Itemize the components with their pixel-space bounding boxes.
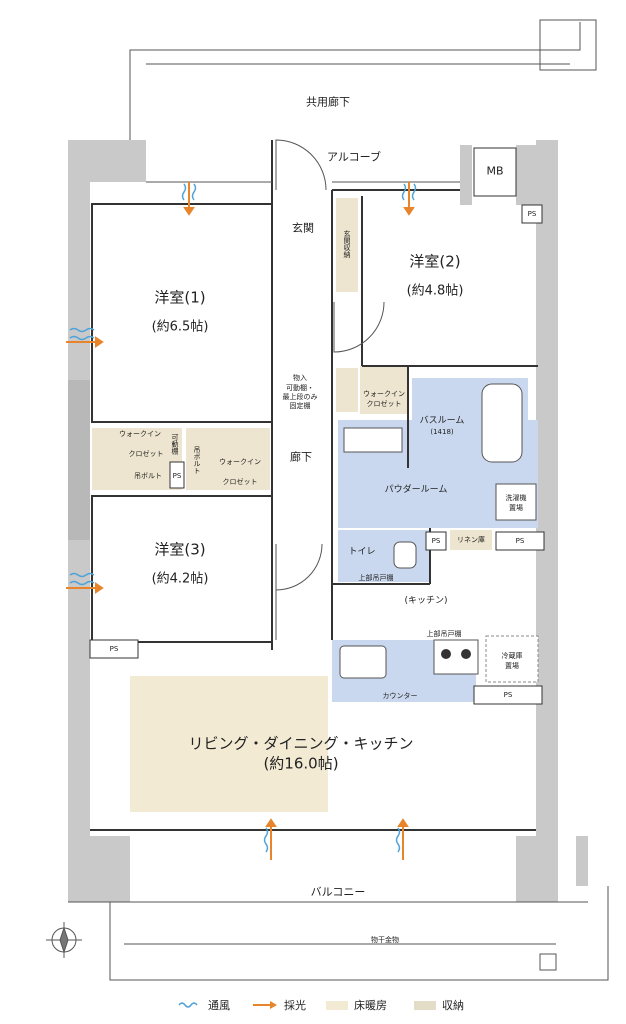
western-room-1-name: 洋室(1) [154, 288, 206, 307]
kitchen-sink [339, 645, 387, 679]
movable-shelf-label: 可動棚 [171, 433, 180, 455]
walkin-closet-3-line2: クロゼット [222, 477, 258, 486]
bathroom-name: バスルーム [419, 415, 465, 426]
balcony-rails [68, 886, 609, 981]
common-corridor-label: 共用廊下 [306, 95, 350, 109]
western-room-2-size: (約4.8帖) [406, 283, 464, 299]
burner-1 [441, 649, 451, 659]
walkin-closet-1-line2: クロゼット [128, 449, 164, 458]
walkin-closet-2-line2: クロゼット [366, 399, 402, 408]
airflow-marks [66, 182, 417, 860]
powder-room-label: パウダールーム [384, 484, 448, 495]
washer-area-line1: 洗濯機 [505, 493, 527, 502]
legend-daylight: 採光 [252, 997, 306, 1013]
hanging-pole-1: 吊ボルト [134, 471, 162, 480]
ps-label-closet: PS [172, 471, 182, 480]
fridge-space [485, 635, 539, 683]
storage-note-4: 固定棚 [289, 401, 311, 410]
balcony-label: バルコニー [310, 885, 366, 899]
ventilation-legend-icon [178, 1002, 198, 1008]
interior-walls [90, 140, 538, 831]
ps-label-linen: PS [431, 536, 441, 545]
walkin-closet-1-line1: ウォークイン [119, 429, 161, 438]
washer-box [495, 483, 537, 521]
western-room-3-size: (約4.2帖) [151, 571, 209, 587]
floor-heating-swatch [326, 1000, 348, 1010]
ps-label-kitchen: PS [503, 690, 513, 699]
stove [433, 639, 479, 675]
hallway-label: 廊下 [290, 450, 312, 464]
mb-box [473, 147, 517, 197]
legend-ventilation-label: 通風 [208, 999, 230, 1012]
kitchen-upper-cabinet: 上部吊戸棚 [426, 629, 462, 638]
fridge-area-line1: 冷蔵庫 [501, 651, 523, 660]
storage-note-3: 最上段のみ [282, 392, 318, 401]
hanging-pole-2: 吊ボルト [193, 446, 202, 474]
ps-label-top: PS [527, 209, 537, 218]
alcove-label: アルコーブ [326, 150, 382, 164]
ps-boxes [89, 204, 545, 705]
legend-daylight-label: 採光 [284, 999, 306, 1012]
legend-storage: 収納 [414, 997, 464, 1013]
storage-areas [92, 198, 492, 550]
fridge-area-line2: 置場 [505, 661, 519, 670]
western-room-1-size: (約6.5帖) [151, 319, 209, 335]
western-room-2-name: 洋室(2) [409, 252, 461, 271]
storage-note-1: 物入 [293, 373, 307, 382]
western-room-3-name: 洋室(3) [154, 540, 206, 559]
ldk-size: (約16.0帖) [263, 754, 339, 773]
bathroom-size: (1418) [430, 427, 454, 436]
legend-ventilation: 通風 [178, 997, 230, 1013]
ps-label-washer: PS [515, 536, 525, 545]
storage-swatch [414, 1000, 436, 1010]
entrance-storage-label: 玄関収納 [343, 230, 352, 258]
legend-floor-heating-label: 床暖房 [354, 999, 387, 1012]
toilet-bowl [393, 541, 417, 569]
doors [275, 139, 385, 640]
floor-heating-area [130, 676, 328, 812]
daylight-legend-icon [253, 1001, 277, 1009]
mb-label: MB [486, 164, 504, 178]
legend-storage-label: 収納 [442, 999, 464, 1012]
corridor-rails [129, 19, 597, 183]
walkin-closet-2-line1: ウォークイン [363, 389, 405, 398]
ps-label-room3: PS [109, 644, 119, 653]
vanity [343, 427, 403, 453]
bathtub [481, 383, 523, 463]
clothes-hanger-label: 物干金物 [371, 935, 399, 944]
ldk-name: リビング・ダイニング・キッチン [188, 734, 414, 753]
walkin-closet-3-line1: ウォークイン [219, 457, 261, 466]
entrance-label: 玄関 [292, 221, 314, 235]
burner-2 [461, 649, 471, 659]
storage-note-2: 可動棚・ [286, 383, 314, 392]
legend-floor-heating: 床暖房 [326, 997, 387, 1013]
compass-icon [46, 922, 82, 958]
washer-area-line2: 置場 [509, 503, 523, 512]
linen-label: リネン庫 [457, 535, 485, 544]
kitchen-label: (キッチン) [404, 595, 448, 606]
toilet-upper-cabinet: 上部吊戸棚 [358, 573, 394, 582]
toilet-label: トイレ [348, 546, 376, 557]
counter-label: カウンター [382, 691, 418, 700]
